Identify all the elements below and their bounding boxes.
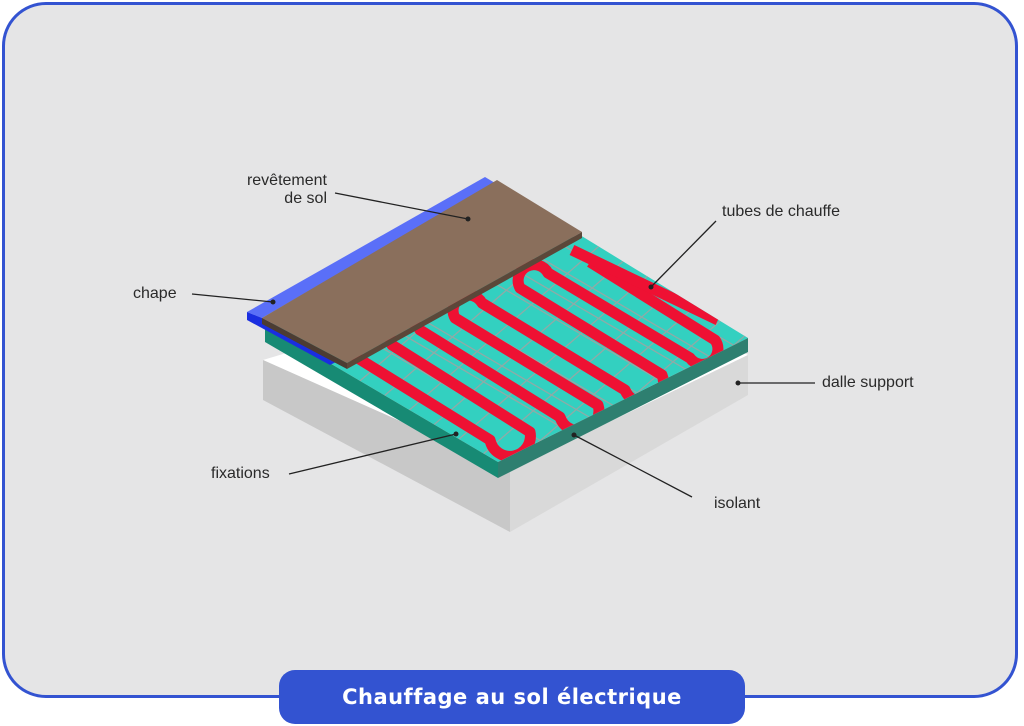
label-isolant: isolant	[714, 495, 761, 512]
label-chape: chape	[133, 285, 177, 302]
diagram-title: Chauffage au sol électrique	[279, 670, 745, 724]
label-revetement-line2: de sol	[284, 190, 327, 207]
label-dalle-support: dalle support	[822, 374, 914, 391]
label-tubes-de-chauffe: tubes de chauffe	[722, 203, 840, 220]
label-fixations: fixations	[211, 465, 270, 482]
label-revetement-line1: revêtement	[247, 172, 328, 189]
leader-dots	[270, 216, 741, 438]
leader-lines	[191, 192, 815, 498]
revetement-layer	[262, 180, 582, 369]
